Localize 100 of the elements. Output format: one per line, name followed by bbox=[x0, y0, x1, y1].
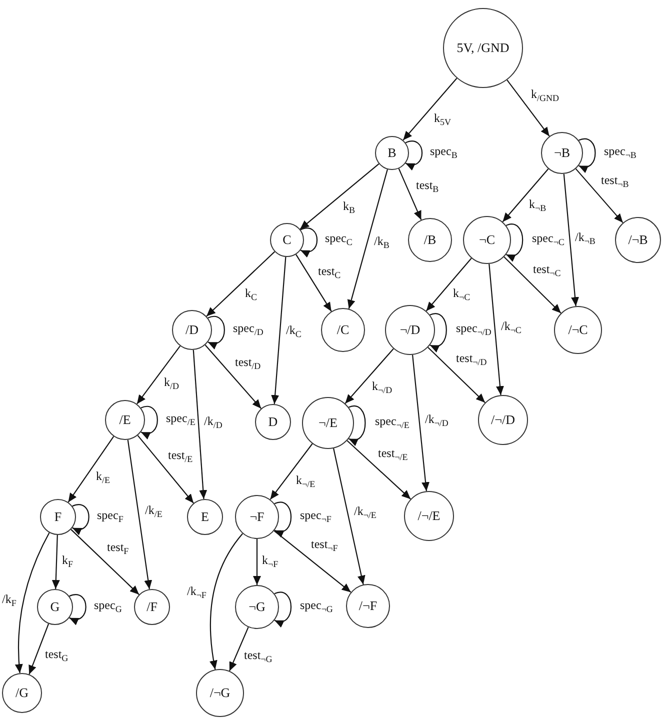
state-circle bbox=[235, 585, 279, 629]
edge-label: k$_{F}$ bbox=[61, 554, 74, 570]
arrow bbox=[208, 316, 225, 348]
arrow bbox=[206, 251, 276, 317]
arrow bbox=[347, 169, 388, 309]
arrow bbox=[412, 354, 430, 492]
state-label: /E bbox=[119, 412, 131, 428]
state-label: /C bbox=[336, 322, 350, 338]
arrow bbox=[274, 530, 352, 593]
state-label: 5V, /GND bbox=[456, 40, 510, 56]
state-label: /¬B bbox=[628, 232, 648, 248]
state-circle bbox=[40, 499, 76, 535]
arrow bbox=[137, 435, 194, 504]
arrow bbox=[506, 80, 550, 137]
arrow bbox=[300, 163, 380, 230]
edge-label: test$_{¬F}$ bbox=[310, 538, 339, 554]
edge-label: /k$_{F}$ bbox=[1, 593, 18, 609]
state-circle bbox=[187, 499, 223, 535]
arrow bbox=[70, 529, 140, 595]
edge-label: k$_{B}$ bbox=[342, 200, 356, 216]
arrow bbox=[398, 168, 422, 220]
edge-label: test$_{¬B}$ bbox=[600, 174, 630, 190]
arrow bbox=[405, 140, 422, 170]
arrow bbox=[428, 347, 486, 403]
state-circle bbox=[270, 223, 304, 257]
edge-label: /k$_{¬C}$ bbox=[500, 320, 522, 336]
edge-label: k$_{/GND}$ bbox=[530, 88, 560, 104]
arrow bbox=[296, 254, 332, 312]
state-circle bbox=[37, 589, 73, 625]
edge-label: k$_{¬/E}$ bbox=[295, 474, 316, 490]
arrow bbox=[575, 168, 624, 224]
state-circle bbox=[134, 589, 170, 625]
state-circle bbox=[541, 132, 583, 174]
arrow bbox=[348, 406, 366, 445]
edge-label: /k$_{/D}$ bbox=[203, 415, 224, 431]
state-circle bbox=[463, 216, 511, 264]
edge-label: /k$_{¬/E}$ bbox=[353, 505, 378, 521]
arrow bbox=[69, 594, 86, 624]
arrow bbox=[68, 436, 114, 502]
arrow bbox=[127, 440, 152, 590]
edge-label: k$_{5V}$ bbox=[433, 112, 452, 128]
state-label: D bbox=[268, 414, 278, 430]
state-circle bbox=[302, 397, 354, 449]
state-circle bbox=[385, 305, 435, 355]
edge-label: test$_{¬/D}$ bbox=[455, 352, 488, 368]
arrow bbox=[72, 504, 90, 534]
state-label: ¬B bbox=[554, 145, 570, 161]
arrow bbox=[136, 346, 180, 404]
edge-label: /k$_{¬/D}$ bbox=[424, 413, 450, 429]
arrow bbox=[270, 443, 313, 500]
state-label: /G bbox=[16, 685, 28, 701]
state-label: G bbox=[50, 599, 60, 615]
edge-label: k$_{¬F}$ bbox=[261, 554, 280, 570]
arrow bbox=[344, 348, 394, 404]
state-label: /¬C bbox=[568, 322, 588, 338]
state-label: ¬F bbox=[250, 509, 264, 525]
state-circle bbox=[346, 584, 390, 628]
edge-label: test$_{/E}$ bbox=[167, 449, 194, 465]
state-circle bbox=[478, 395, 528, 445]
edge-label: test$_{F}$ bbox=[106, 541, 130, 557]
state-label: ¬/E bbox=[318, 415, 338, 431]
state-circle bbox=[408, 218, 452, 262]
state-label: F bbox=[54, 509, 62, 525]
state-label: E bbox=[201, 509, 209, 525]
edge-label: test$_{G}$ bbox=[44, 648, 70, 664]
edge-label: test$_{/D}$ bbox=[234, 356, 262, 372]
arrow bbox=[563, 174, 580, 306]
state-circle bbox=[255, 404, 291, 440]
arrow bbox=[333, 448, 366, 585]
state-label: /¬F bbox=[358, 598, 378, 614]
state-circle bbox=[172, 310, 212, 350]
arrow bbox=[488, 264, 504, 396]
arrow bbox=[578, 138, 596, 172]
edge-label: /k$_{¬B}$ bbox=[574, 231, 596, 247]
arrow bbox=[300, 228, 318, 257]
state-label: ¬C bbox=[478, 232, 495, 248]
arrow bbox=[504, 256, 562, 314]
state-circle bbox=[321, 308, 365, 352]
state-circle bbox=[615, 217, 661, 263]
edge-label: test$_{C}$ bbox=[317, 265, 342, 281]
arrow bbox=[15, 532, 50, 674]
edge-label: test$_{¬G}$ bbox=[243, 649, 274, 665]
arrow bbox=[346, 440, 411, 500]
arrow bbox=[228, 627, 249, 672]
arrow bbox=[28, 624, 50, 675]
state-label: ¬G bbox=[248, 599, 266, 615]
edge-label: k$_{/E}$ bbox=[95, 470, 111, 486]
edge-label: /k$_{¬F}$ bbox=[186, 585, 208, 601]
state-circle bbox=[375, 136, 409, 170]
edge-label: /k$_{B}$ bbox=[373, 235, 390, 251]
state-label: /B bbox=[424, 232, 436, 248]
edge-label: test$_{¬/E}$ bbox=[377, 447, 409, 463]
edge-label: k$_{¬C}$ bbox=[452, 287, 472, 303]
arrow bbox=[506, 224, 524, 261]
state-label: /¬/E bbox=[418, 508, 440, 524]
state-circle bbox=[554, 306, 602, 354]
edge-label: k$_{/D}$ bbox=[163, 376, 180, 392]
arrow bbox=[192, 350, 208, 500]
arrow bbox=[426, 258, 472, 312]
edge-label: k$_{C}$ bbox=[244, 287, 258, 303]
